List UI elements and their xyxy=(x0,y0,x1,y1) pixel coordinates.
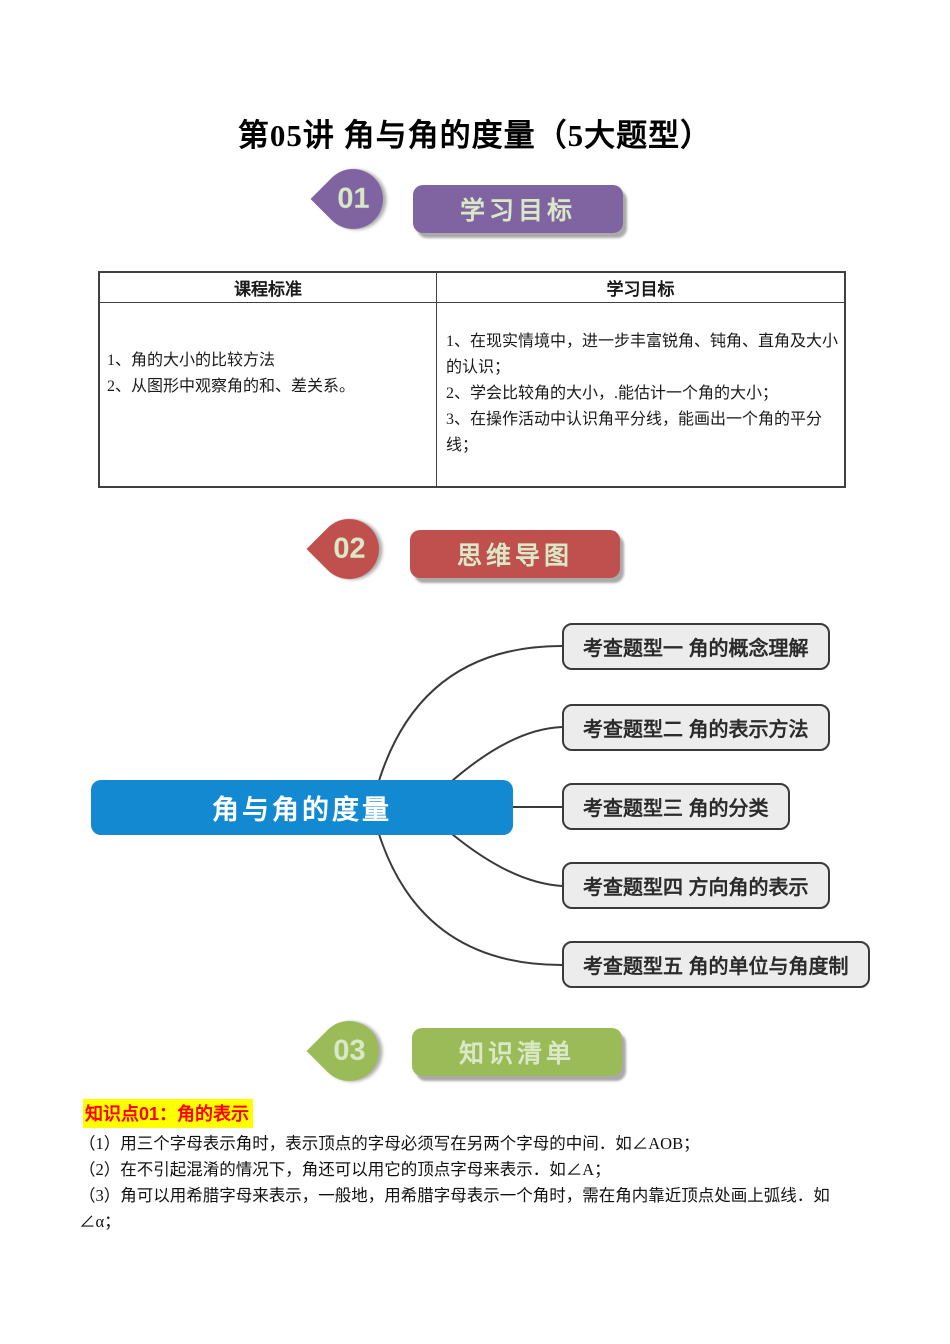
section-number-02: 02 xyxy=(332,532,366,565)
section-number-03: 03 xyxy=(332,1034,366,1067)
standard-item: 2、从图形中观察角的和、差关系。 xyxy=(107,377,356,395)
mind-map-connector-lines xyxy=(377,645,563,966)
section-title-mind-map: 思维导图 xyxy=(410,530,620,578)
objectives-table: 课程标准 学习目标 1、角的大小的比较方法 2、从图形中观察角的和、差关系。 1… xyxy=(98,271,846,488)
mind-map-branch-4: 考查题型四 方向角的表示 xyxy=(562,862,830,909)
standard-item: 1、角的大小的比较方法 xyxy=(107,351,276,369)
mind-map-branch-5: 考查题型五 角的单位与角度制 xyxy=(562,941,870,988)
section-badge-01: 01 xyxy=(310,156,396,242)
section-badge-02: 02 xyxy=(306,506,392,592)
knowledge-point-heading: 知识点01：角的表示 xyxy=(83,1099,254,1128)
knowledge-point-items: （1）用三个字母表示角时，表示顶点的字母必须写在另两个字母的中间．如∠AOB； … xyxy=(79,1131,867,1235)
mind-map-branch-1: 考查题型一 角的概念理解 xyxy=(562,623,830,670)
section-title-knowledge-list: 知识清单 xyxy=(412,1028,622,1076)
objective-item: 3、在操作活动中认识角平分线，能画出一个角的平分线； xyxy=(446,411,823,454)
mind-map-branch-2: 考查题型二 角的表示方法 xyxy=(562,704,830,751)
objective-item: 1、在现实情境中，进一步丰富锐角、钝角、直角及大小的认识； xyxy=(446,333,839,376)
objective-item: 2、学会比较角的大小，.能估计一个角的大小； xyxy=(446,385,779,402)
section-title-learning-goals: 学习目标 xyxy=(413,185,623,233)
knowledge-item-2: （2）在不引起混淆的情况下，角还可以用它的顶点字母来表示．如∠A； xyxy=(79,1160,611,1179)
knowledge-item-1: （1）用三个字母表示角时，表示顶点的字母必须写在另两个字母的中间．如∠AOB； xyxy=(79,1134,700,1153)
table-header-course-standard: 课程标准 xyxy=(100,273,437,303)
section-badge-03: 03 xyxy=(306,1008,392,1094)
mind-map: 角与角的度量 考查题型一 角的概念理解 考查题型二 角的表示方法 考查题型三 角… xyxy=(0,600,950,1020)
knowledge-item-3: （3）角可以用希腊字母来表示，一般地，用希腊字母表示一个角时，需在角内靠近顶点处… xyxy=(79,1186,830,1231)
mind-map-root-node: 角与角的度量 xyxy=(91,780,513,835)
table-cell-objectives: 1、在现实情境中，进一步丰富锐角、钝角、直角及大小的认识； 2、学会比较角的大小… xyxy=(437,303,844,486)
section-number-01: 01 xyxy=(336,182,370,215)
page-title: 第05讲 角与角的度量（5大题型） xyxy=(237,118,713,153)
table-cell-standards: 1、角的大小的比较方法 2、从图形中观察角的和、差关系。 xyxy=(100,303,437,486)
table-header-learning-goals: 学习目标 xyxy=(437,273,844,303)
mind-map-branch-3: 考查题型三 角的分类 xyxy=(562,783,790,830)
